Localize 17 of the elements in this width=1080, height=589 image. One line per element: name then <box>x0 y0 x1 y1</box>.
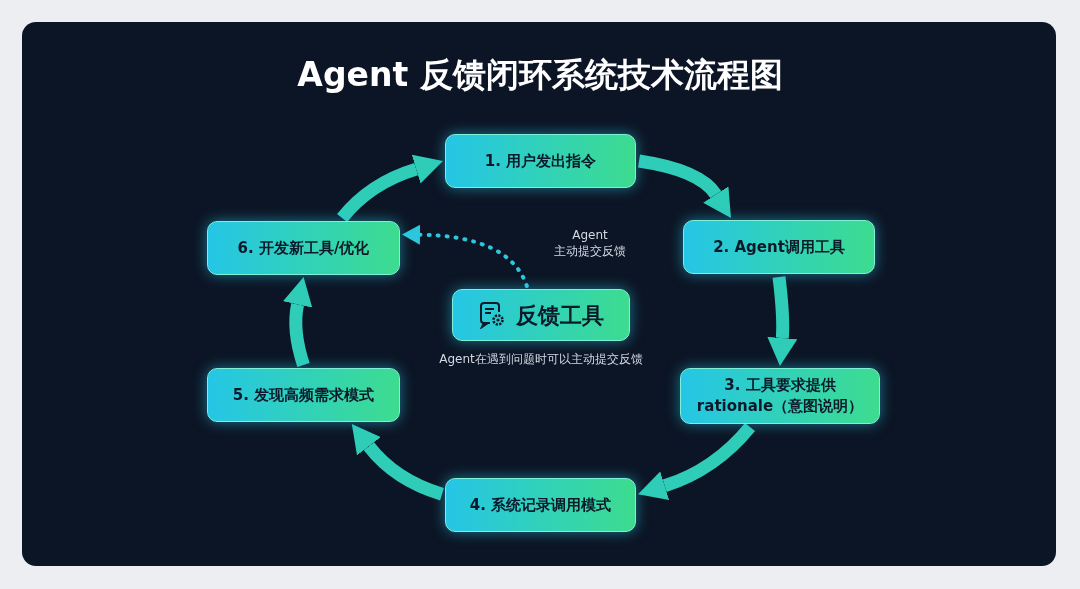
step-box: 5. 发现高频需求模式 <box>207 368 400 422</box>
curved-arrow <box>637 154 733 217</box>
curved-arrow <box>767 276 798 367</box>
caption-text: Agent在遇到问题时可以主动提交反馈 <box>439 351 643 367</box>
step-box: 3. 工具要求提供 rationale（意图说明） <box>680 368 880 424</box>
step-box: 2. Agent调用工具 <box>683 220 875 274</box>
curved-arrow <box>638 422 755 500</box>
tool-label: 反馈工具 <box>516 304 604 326</box>
title: Agent 反馈闭环系统技术流程图 <box>297 55 783 95</box>
curved-arrow <box>337 154 443 223</box>
dotted-arrow <box>402 224 529 288</box>
tool-box <box>452 289 630 341</box>
curved-arrow <box>282 276 313 367</box>
step-box: 4. 系统记录调用模式 <box>445 478 636 532</box>
step-box: 1. 用户发出指令 <box>445 134 636 188</box>
step-box: 6. 开发新工具/优化 <box>207 221 400 275</box>
curved-arrow <box>351 424 444 501</box>
